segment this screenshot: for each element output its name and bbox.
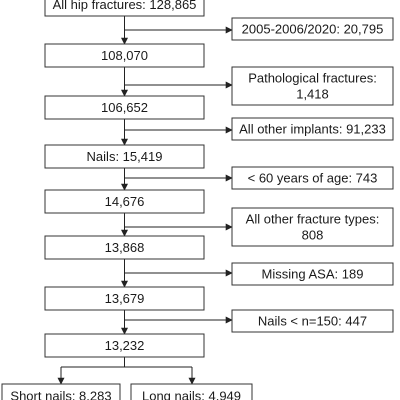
exclusion-box-frame: [231, 17, 394, 41]
main-step-box-frame: [44, 189, 205, 214]
main-step-box: 13,868: [44, 235, 205, 260]
outcome-box: Long nails: 4,949: [130, 383, 253, 400]
main-step-box-label: 106,652: [101, 100, 148, 115]
main-step-box: 14,676: [44, 189, 205, 214]
outcome-box-frame: [1, 383, 121, 400]
main-step-box-frame: [44, 286, 205, 311]
main-step-box-label: 13,679: [105, 291, 145, 306]
main-step-box-frame: [44, 0, 205, 17]
exclusion-box: < 60 years of age: 743: [231, 166, 394, 190]
connectors: [57, 16, 233, 385]
main-step-box: 13,679: [44, 286, 205, 311]
main-step-box-label: 14,676: [105, 194, 145, 209]
exclusion-box: Nails < n=150: 447: [231, 309, 394, 333]
exclusion-box-label: All other fracture types:: [246, 212, 380, 227]
outcome-box: Short nails: 8,283: [1, 383, 121, 400]
outcome-box-label: Long nails: 4,949: [142, 389, 241, 400]
exclusion-box: All other implants: 91,233: [231, 117, 394, 141]
main-step-box: 108,070: [44, 43, 205, 68]
main-step-box-label: 13,232: [105, 338, 145, 353]
main-step-box: 106,652: [44, 95, 205, 120]
main-step-box-frame: [44, 95, 205, 120]
main-step-box-frame: [44, 333, 205, 358]
outcome-box-label: Short nails: 8,283: [10, 389, 111, 400]
main-step-box-label: 13,868: [105, 240, 145, 255]
main-step-box-label: 108,070: [101, 48, 148, 63]
main-step-box: Nails: 15,419: [44, 144, 205, 169]
exclusion-box-label: Pathological fractures:: [248, 71, 377, 86]
exclusion-box-label: Missing ASA: 189: [262, 267, 364, 282]
main-step-box-frame: [44, 144, 205, 169]
main-step-box: 13,232: [44, 333, 205, 358]
exclusion-box-label: 808: [302, 228, 324, 243]
main-step-box-label: All hip fractures: 128,865: [53, 0, 197, 12]
outcome-box-frame: [130, 383, 253, 400]
exclusion-box-label: Nails < n=150: 447: [258, 314, 367, 329]
exclusion-box-frame: [231, 262, 394, 286]
exclusion-box-frame: [231, 309, 394, 333]
exclusion-box: Missing ASA: 189: [231, 262, 394, 286]
exclusion-box-frame: [231, 66, 394, 106]
main-step-box: All hip fractures: 128,865: [44, 0, 205, 17]
exclusion-box-label: < 60 years of age: 743: [248, 171, 378, 186]
exclusion-box: All other fracture types:808: [231, 207, 394, 247]
exclusion-box-frame: [231, 166, 394, 190]
exclusion-box: 2005-2006/2020: 20,795: [231, 17, 394, 41]
main-step-box-label: Nails: 15,419: [87, 149, 163, 164]
main-step-box-frame: [44, 235, 205, 260]
exclusion-box-frame: [231, 117, 394, 141]
main-step-box-frame: [44, 43, 205, 68]
exclusion-box-frame: [231, 207, 394, 247]
exclusion-box: Pathological fractures:1,418: [231, 66, 394, 106]
exclusion-box-label: 2005-2006/2020: 20,795: [242, 22, 384, 37]
exclusion-box-label: 1,418: [296, 87, 329, 102]
exclusion-box-label: All other implants: 91,233: [239, 122, 386, 137]
